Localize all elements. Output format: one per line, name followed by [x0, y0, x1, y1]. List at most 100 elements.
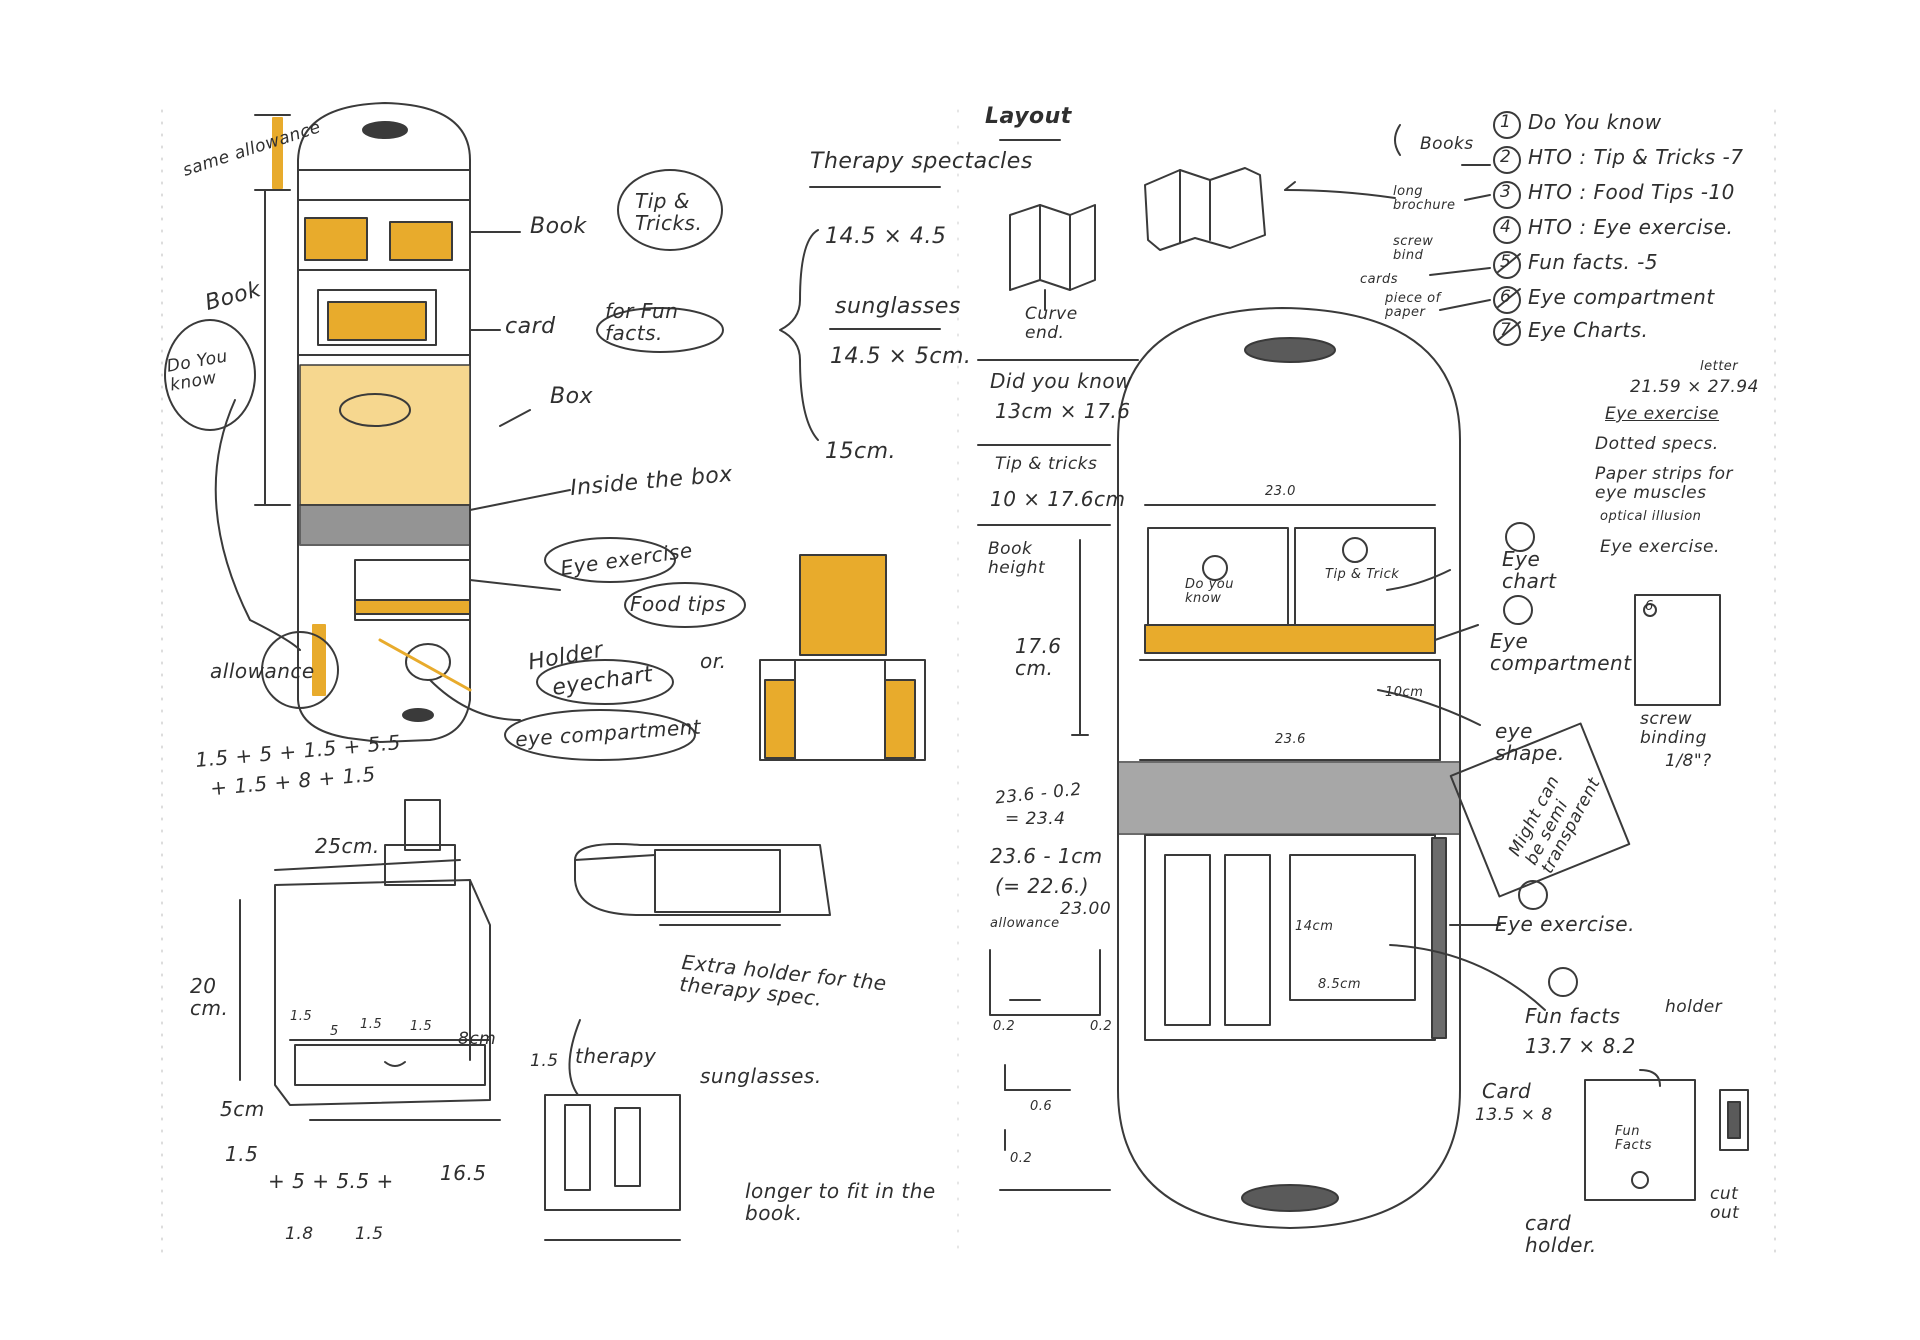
card-right-label: Card	[1482, 1079, 1532, 1103]
screw-binding-label: screw binding	[1640, 709, 1707, 748]
length-15-label: 15cm.	[825, 439, 897, 464]
letter-dim: 21.59 × 27.94	[1630, 377, 1759, 397]
therapy-dim: 14.5 × 4.5	[825, 224, 947, 249]
list-num: 7	[1500, 320, 1512, 340]
card-holder-label: card holder.	[1525, 1211, 1597, 1257]
did-you-know-dim: 13cm × 17.6	[995, 399, 1131, 423]
list-item: Eye compartment	[1528, 285, 1715, 309]
screw-size-label: 1/8"?	[1665, 751, 1712, 771]
list-item: Fun facts. -5	[1528, 250, 1659, 274]
formula-b3: 23.00	[1060, 899, 1112, 919]
dim-0-2b-label: 0.2	[1090, 1019, 1113, 1034]
dim-bot-1-5-label: 1.5	[225, 1142, 259, 1166]
formula-a2: = 23.4	[1005, 809, 1066, 829]
sunglasses-title: sunglasses	[835, 294, 961, 319]
layout-title: Layout	[985, 104, 1072, 129]
bullet-item: optical illusion	[1600, 509, 1702, 524]
dim-23-6-label: 23.6	[1275, 732, 1306, 747]
dim-16-5-label: 16.5	[440, 1161, 487, 1185]
fun-facts-label: Fun facts	[1525, 1004, 1621, 1028]
food-tips-bubble-label: Food tips	[630, 592, 727, 616]
list-num: 1	[1500, 112, 1512, 132]
dim-8-5-label: 8.5cm	[1318, 977, 1361, 992]
inner-tips-trick-label: Tip & Trick	[1325, 567, 1400, 582]
eye-shape-label: eye shape.	[1495, 719, 1565, 765]
allowance-left-label: allowance	[210, 659, 315, 683]
letter-label: letter	[1700, 359, 1739, 374]
dim-10cm-label: 10cm	[1385, 685, 1424, 700]
list-num: 3	[1500, 182, 1512, 202]
tips-tricks-label: Tip & Tricks.	[635, 189, 703, 235]
longer-fit-label: longer to fit in the book.	[745, 1179, 936, 1225]
sunglasses-dim: 14.5 × 5cm.	[830, 344, 972, 369]
tips-tricks-dim: 10 × 17.6cm	[990, 487, 1126, 511]
eye-exercise-right-label: Eye exercise.	[1495, 912, 1635, 936]
dim-1-5b-label: 1.5	[360, 1017, 383, 1032]
list-num: 4	[1500, 217, 1512, 237]
bullet-item: Eye exercise.	[1600, 537, 1720, 557]
fun-facts-dim: 13.7 × 8.2	[1525, 1034, 1636, 1058]
list-item: HTO : Eye exercise.	[1528, 215, 1734, 239]
layout-capsule	[1117, 307, 1461, 1229]
list-item: HTO : Tip & Tricks -7	[1528, 145, 1744, 169]
left-capsule-sketch	[214, 102, 472, 743]
long-brochure-sketch	[1144, 167, 1266, 251]
dim-5-label: 5	[330, 1024, 339, 1039]
dim-17-6-label: 17.6 cm.	[1015, 634, 1062, 680]
sunglasses-label: sunglasses.	[700, 1064, 822, 1088]
dim-5cm-label: 5cm	[220, 1097, 265, 1121]
dim-1-5a-label: 1.5	[290, 1009, 313, 1024]
dim-1-5c-label: 1.5	[410, 1019, 433, 1034]
dim-0-6-label: 0.6	[1030, 1099, 1053, 1114]
tips-tricks-bubble	[617, 169, 723, 251]
bullet-item: Paper strips for eye muscles	[1595, 464, 1733, 503]
for-fun-facts-label: for Fun facts.	[605, 299, 679, 345]
dim-20-label: 20 cm.	[190, 974, 229, 1020]
eye-compartment-right-label: Eye compartment	[1490, 629, 1632, 675]
list-num: 2	[1500, 147, 1512, 167]
inner-do-you-know-label: Do you know	[1185, 577, 1234, 607]
allowance-right-label: allowance	[990, 916, 1060, 931]
brochure-sketch	[1009, 204, 1096, 311]
dim-8cm-label: 8cm	[458, 1029, 497, 1049]
list-num: 5	[1500, 252, 1512, 272]
book-height-label: Book height	[988, 539, 1046, 578]
screw-binding-num: 6	[1645, 599, 1654, 614]
card-dim: 13.5 × 8	[1475, 1105, 1553, 1125]
long-brochure-label: long brochure	[1393, 184, 1456, 214]
dim-25-label: 25cm.	[315, 834, 380, 858]
card-label: card	[505, 314, 556, 339]
therapy-box-sketch	[544, 1019, 681, 1241]
extra-holder-sketch	[574, 843, 831, 926]
list-item: HTO : Food Tips -10	[1528, 180, 1735, 204]
did-you-know-label: Did you know	[990, 369, 1132, 393]
list-item: Eye Charts.	[1528, 318, 1649, 342]
formula-b2: (= 22.6.)	[995, 874, 1090, 898]
dim-23-label: 23.0	[1265, 484, 1296, 499]
therapy-label: therapy	[575, 1044, 657, 1068]
therapy-spectacles-title: Therapy spectacles	[810, 149, 1033, 174]
list-item: Do You know	[1528, 110, 1662, 134]
bullet-item: Dotted specs.	[1595, 434, 1719, 454]
screw-bind-label: screw bind	[1393, 234, 1434, 264]
cards-label: cards	[1360, 272, 1398, 287]
dim-bot-1-5b-label: 1.5	[355, 1224, 384, 1244]
holder-right-label: holder	[1665, 997, 1723, 1017]
books-label: Books	[1420, 134, 1474, 154]
dim-1-5d-label: 1.5	[530, 1051, 559, 1071]
box-label: Box	[550, 384, 594, 409]
curve-end-label: Curve end.	[1025, 304, 1078, 343]
spectacle-holder-sketch	[759, 554, 926, 761]
or-label: or.	[700, 649, 727, 673]
dim-bot-1-8-label: 1.8	[285, 1224, 314, 1244]
tips-tricks-label-right: Tip & tricks	[995, 454, 1098, 474]
formula-b1: 23.6 - 1cm	[990, 844, 1103, 868]
box-sketch	[239, 799, 501, 1121]
dim-0-2a-label: 0.2	[993, 1019, 1016, 1034]
eye-chart-label: Eye chart	[1502, 547, 1557, 593]
eye-exercise-title: Eye exercise	[1605, 404, 1720, 424]
bottom-formula-label: + 5 + 5.5 +	[268, 1169, 394, 1193]
dim-0-2c-label: 0.2	[1010, 1151, 1033, 1166]
cut-out-label: cut out	[1710, 1184, 1740, 1223]
